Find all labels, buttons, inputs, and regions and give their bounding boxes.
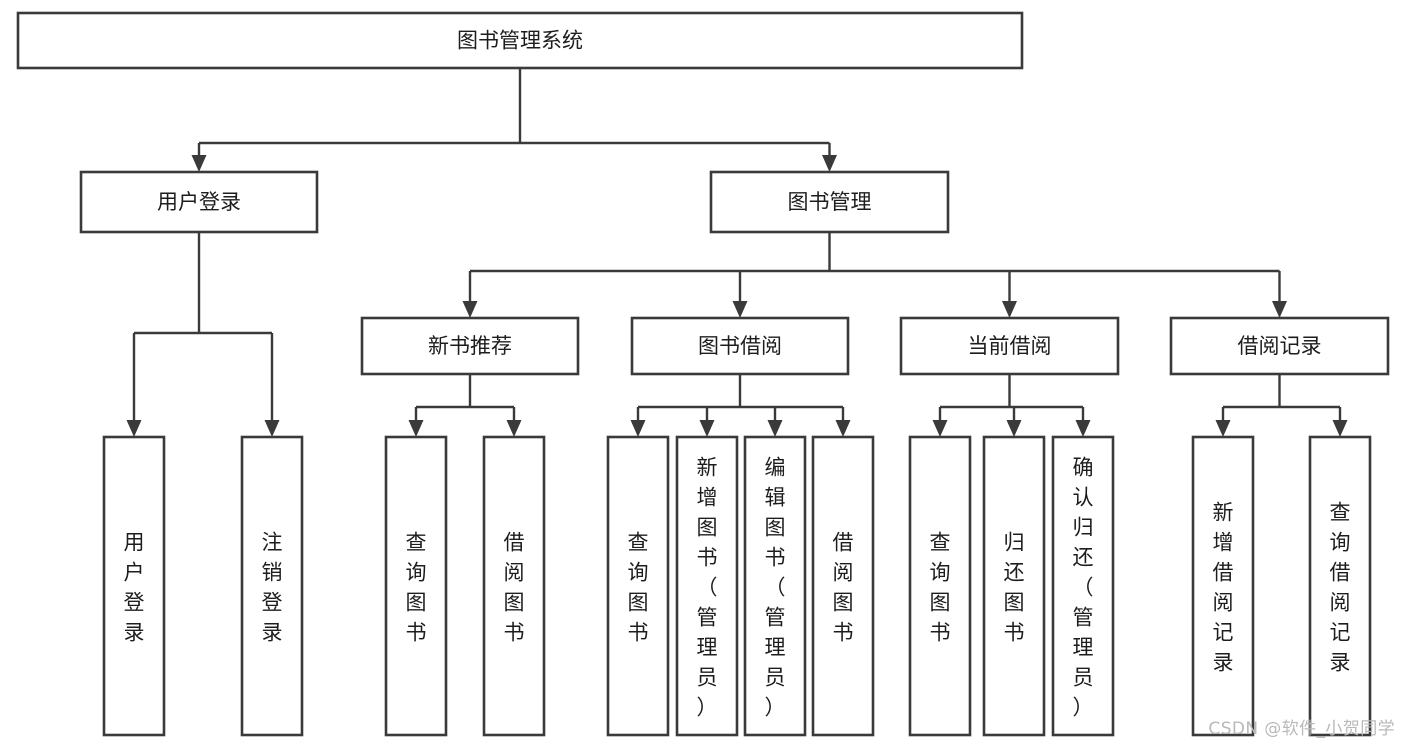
node-leaf-logout[interactable]: 注销登录: [240, 435, 304, 737]
node-leaf-borrow-book-box[interactable]: [811, 435, 875, 737]
connector-arrow-icon: [932, 420, 948, 437]
node-user-login-label: 用户登录: [157, 190, 241, 214]
node-leaf-borrow-book-new-box[interactable]: [482, 435, 546, 737]
connector-arrow-icon: [767, 420, 783, 437]
node-leaf-query-book-new-box[interactable]: [384, 435, 448, 737]
connector-arrow-icon: [408, 420, 424, 437]
node-book-borrow[interactable]: 图书借阅: [630, 316, 850, 376]
node-leaf-edit-book-admin[interactable]: 编辑图书（管理员）: [743, 435, 807, 737]
node-leaf-query-borrow-record-label: 查询借阅记录: [1330, 500, 1351, 674]
node-book-management[interactable]: 图书管理: [709, 170, 950, 234]
connector-arrow-icon: [1332, 420, 1348, 437]
node-new-book-recommend-box[interactable]: [360, 316, 580, 376]
node-leaf-borrow-book-label: 借阅图书: [833, 530, 854, 644]
node-root-box[interactable]: [16, 11, 1024, 70]
node-leaf-edit-book-admin-label: 编辑图书（管理员）: [765, 455, 786, 719]
node-root[interactable]: 图书管理系统: [16, 11, 1024, 70]
node-user-login-box[interactable]: [79, 170, 319, 234]
node-new-book-recommend-label: 新书推荐: [428, 334, 512, 358]
connector-arrow-icon: [191, 155, 207, 172]
csdn-watermark: CSDN @软件_小贺同学: [1208, 719, 1395, 739]
node-leaf-query-book-current-label: 查询图书: [930, 530, 951, 644]
connector-arrow-icon: [699, 420, 715, 437]
node-borrow-records[interactable]: 借阅记录: [1169, 316, 1390, 376]
node-book-borrow-label: 图书借阅: [698, 334, 782, 358]
connector-new-book-recommend: [408, 374, 522, 437]
node-leaf-user-login-label: 用户登录: [124, 530, 145, 644]
node-leaf-logout-box[interactable]: [240, 435, 304, 737]
node-leaf-query-book-borrow[interactable]: 查询图书: [606, 435, 670, 737]
connector-current-borrow: [932, 374, 1091, 437]
connector-arrow-icon: [1075, 420, 1091, 437]
node-leaf-confirm-return-admin-box[interactable]: [1051, 435, 1115, 737]
node-leaf-query-borrow-record[interactable]: 查询借阅记录: [1308, 435, 1372, 737]
node-leaf-add-borrow-record[interactable]: 新增借阅记录: [1191, 435, 1255, 737]
node-leaf-confirm-return-admin-label: 确认归还（管理员）: [1073, 455, 1094, 719]
node-leaf-add-book-admin[interactable]: 新增图书（管理员）: [675, 435, 739, 737]
connector-arrow-icon: [1006, 420, 1022, 437]
connector-arrow-icon: [732, 301, 748, 318]
connector-arrow-icon: [835, 420, 851, 437]
node-leaf-borrow-book-new-label: 借阅图书: [504, 530, 525, 644]
node-leaf-query-book-current[interactable]: 查询图书: [908, 435, 972, 737]
node-leaf-add-book-admin-label: 新增图书（管理员）: [697, 455, 718, 719]
node-leaf-borrow-book[interactable]: 借阅图书: [811, 435, 875, 737]
connector-user-login: [126, 232, 280, 437]
connector-arrow-icon: [264, 420, 280, 437]
node-book-borrow-box[interactable]: [630, 316, 850, 376]
connector-layer: [126, 68, 1348, 437]
connector-arrow-icon: [506, 420, 522, 437]
connector-arrow-icon: [1002, 301, 1017, 318]
node-layer: 图书管理系统用户登录图书管理新书推荐图书借阅当前借阅借阅记录用户登录注销登录查询…: [16, 11, 1390, 737]
node-leaf-confirm-return-admin[interactable]: 确认归还（管理员）: [1051, 435, 1115, 737]
node-leaf-borrow-book-new[interactable]: 借阅图书: [482, 435, 546, 737]
node-leaf-user-login[interactable]: 用户登录: [102, 435, 166, 737]
node-leaf-query-book-borrow-label: 查询图书: [628, 530, 649, 644]
connector-borrow-records: [1215, 374, 1348, 437]
node-leaf-add-book-admin-box[interactable]: [675, 435, 739, 737]
node-current-borrow-label: 当前借阅: [968, 334, 1052, 358]
node-leaf-add-borrow-record-label: 新增借阅记录: [1213, 500, 1234, 674]
node-leaf-query-book-new[interactable]: 查询图书: [384, 435, 448, 737]
node-leaf-logout-label: 注销登录: [262, 530, 283, 644]
node-book-management-box[interactable]: [709, 170, 950, 234]
node-current-borrow-box[interactable]: [899, 316, 1120, 376]
node-leaf-query-book-new-label: 查询图书: [406, 530, 427, 644]
node-user-login[interactable]: 用户登录: [79, 170, 319, 234]
node-borrow-records-label: 借阅记录: [1238, 334, 1322, 358]
node-leaf-add-borrow-record-box[interactable]: [1191, 435, 1255, 737]
connector-arrow-icon: [1215, 420, 1231, 437]
node-borrow-records-box[interactable]: [1169, 316, 1390, 376]
node-leaf-query-book-borrow-box[interactable]: [606, 435, 670, 737]
connector-arrow-icon: [462, 301, 478, 318]
connector-root: [191, 68, 837, 172]
node-leaf-query-book-current-box[interactable]: [908, 435, 972, 737]
node-leaf-return-book-box[interactable]: [982, 435, 1046, 737]
connector-arrow-icon: [630, 420, 646, 437]
node-leaf-user-login-box[interactable]: [102, 435, 166, 737]
node-current-borrow[interactable]: 当前借阅: [899, 316, 1120, 376]
node-leaf-edit-book-admin-box[interactable]: [743, 435, 807, 737]
connector-book-borrow: [630, 374, 851, 437]
node-root-label: 图书管理系统: [457, 29, 583, 53]
node-new-book-recommend[interactable]: 新书推荐: [360, 316, 580, 376]
connector-arrow-icon: [1272, 301, 1287, 318]
connector-arrow-icon: [822, 155, 837, 172]
node-book-management-label: 图书管理: [788, 190, 872, 214]
connector-arrow-icon: [126, 420, 142, 437]
node-leaf-return-book[interactable]: 归还图书: [982, 435, 1046, 737]
node-leaf-query-borrow-record-box[interactable]: [1308, 435, 1372, 737]
node-leaf-return-book-label: 归还图书: [1004, 530, 1025, 644]
connector-book-management: [462, 232, 1287, 318]
